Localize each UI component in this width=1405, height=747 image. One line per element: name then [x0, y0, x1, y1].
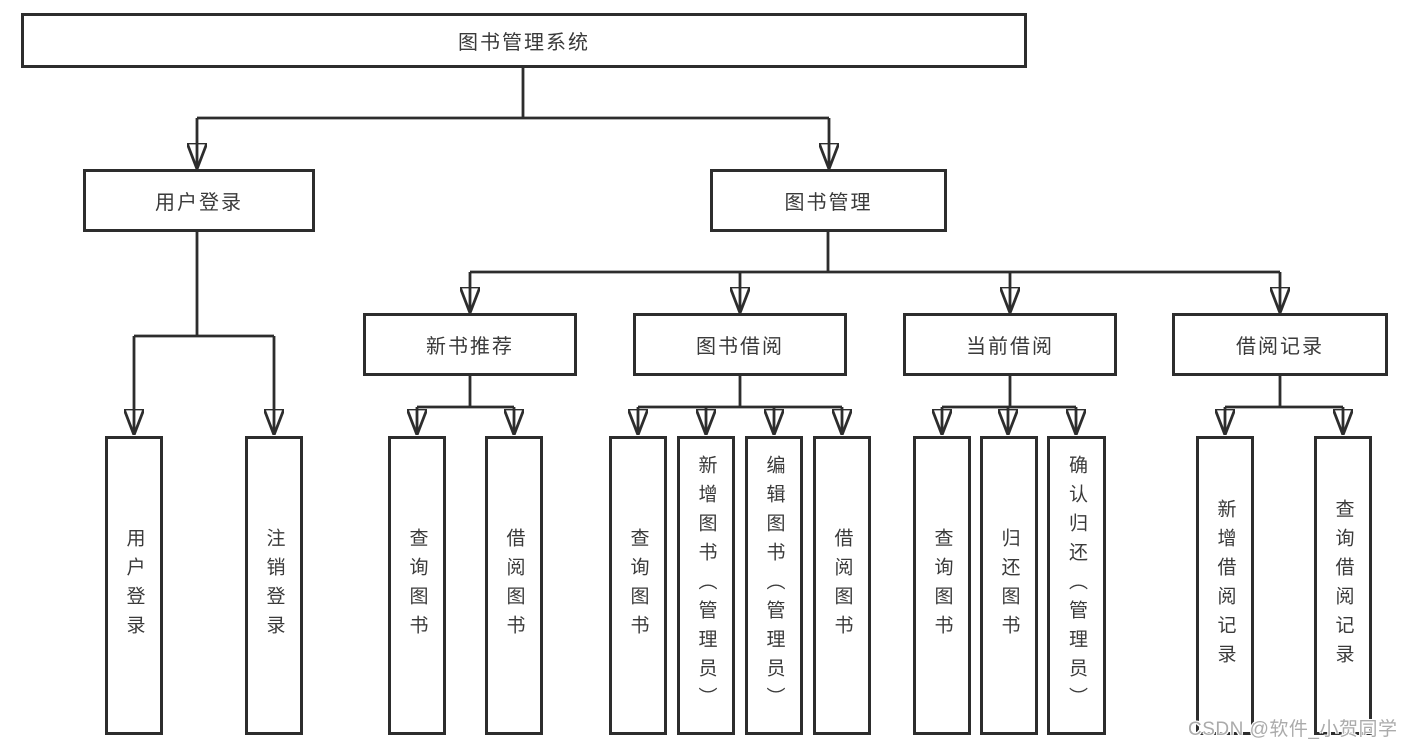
node-book-mgmt: 图书管理 — [710, 169, 947, 232]
leaf-current-confirm: 确认归还（管理员） — [1047, 436, 1106, 735]
leaf-user-login: 用户登录 — [105, 436, 163, 735]
connector-book-borrow — [638, 376, 842, 434]
leaf-current-return: 归还图书 — [980, 436, 1038, 735]
node-book-borrow: 图书借阅 — [633, 313, 847, 376]
leaf-borrow-query: 查询图书 — [609, 436, 667, 735]
leaf-newbook-borrow: 借阅图书 — [485, 436, 543, 735]
leaf-record-add: 新增借阅记录 — [1196, 436, 1254, 735]
leaf-borrow-borrow: 借阅图书 — [813, 436, 871, 735]
node-current-borrow: 当前借阅 — [903, 313, 1117, 376]
connector-new-book-rec — [417, 376, 514, 434]
node-new-book-rec: 新书推荐 — [363, 313, 577, 376]
connector-current-borrow — [942, 376, 1076, 434]
connector-book-mgmt — [470, 232, 1280, 312]
connector-root — [197, 68, 829, 168]
node-root: 图书管理系统 — [21, 13, 1027, 68]
leaf-record-query: 查询借阅记录 — [1314, 436, 1372, 735]
csdn-watermark: CSDN @软件_小贺同学 — [1188, 719, 1398, 740]
connector-borrow-record — [1225, 376, 1343, 434]
leaf-current-query: 查询图书 — [913, 436, 971, 735]
node-user-login: 用户登录 — [83, 169, 315, 232]
leaf-newbook-query: 查询图书 — [388, 436, 446, 735]
node-borrow-record: 借阅记录 — [1172, 313, 1388, 376]
leaf-borrow-add: 新增图书（管理员） — [677, 436, 735, 735]
connector-user-login — [134, 232, 274, 434]
leaf-logout: 注销登录 — [245, 436, 303, 735]
leaf-borrow-edit: 编辑图书（管理员） — [745, 436, 803, 735]
